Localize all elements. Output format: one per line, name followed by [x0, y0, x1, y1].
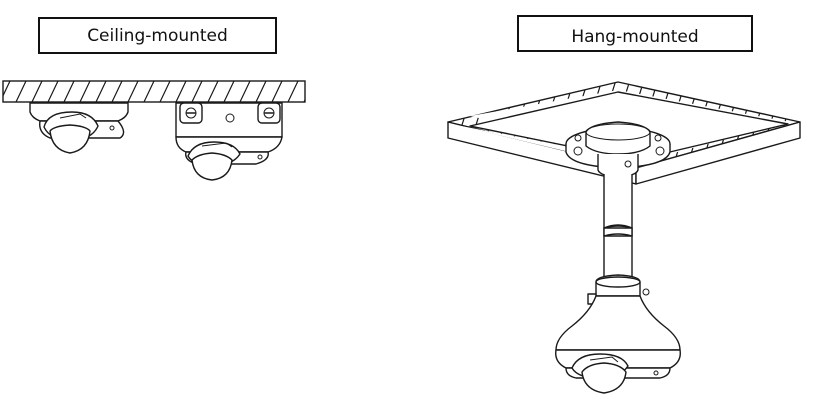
ceiling-hatch-line — [111, 81, 123, 102]
ceiling-hatch-line — [191, 81, 203, 102]
ceiling-hatch-line — [239, 81, 251, 102]
ceiling-hatch-line — [207, 81, 219, 102]
slab-hatch-line — [812, 80, 823, 170]
ceiling-mounted-label: Ceiling-mounted — [38, 17, 277, 54]
ceiling-hatch-line — [271, 81, 283, 102]
hang-mounted-label: Hang-mounted — [517, 15, 753, 52]
ceiling-slab-left — [2, 80, 330, 103]
ceiling-hatch-line — [143, 81, 155, 102]
pendant-pole — [603, 174, 633, 283]
slab-hatch-line — [797, 82, 800, 168]
ceiling-hatch-line — [79, 81, 91, 102]
pendant-mount-plate — [565, 121, 671, 178]
ceiling-hatch-line — [320, 81, 330, 102]
ceiling-hatch-line — [47, 81, 59, 102]
ceiling-hatch-line — [63, 81, 75, 102]
ceiling-hatch-line — [15, 81, 27, 102]
ceiling-hatch-line — [255, 81, 267, 102]
ceiling-hatch-line — [223, 81, 235, 102]
ceiling-hatch-line — [287, 81, 299, 102]
ceiling-hatch-line — [95, 81, 107, 102]
ceiling-hatch-line — [3, 81, 11, 98]
slab-hatch-line — [448, 82, 449, 168]
dome-camera-junction-box — [175, 102, 283, 181]
ceiling-hatch-line — [31, 81, 43, 102]
dome-camera-hang-mounted — [555, 274, 681, 394]
ceiling-hatch-line — [127, 81, 139, 102]
ceiling-hatch-line — [175, 81, 187, 102]
ceiling-hatch-line — [159, 81, 171, 102]
dome-camera-ceiling-direct — [29, 102, 129, 154]
